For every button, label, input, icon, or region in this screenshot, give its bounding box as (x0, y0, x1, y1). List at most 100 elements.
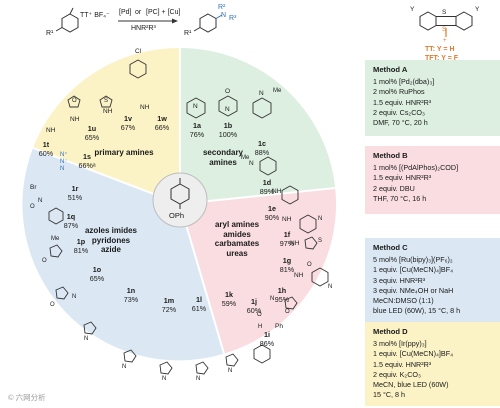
compound-1d-n: N (249, 160, 254, 167)
method-a-line-4: 2 equiv. Cs₂CO₃ (373, 107, 425, 117)
method-a-box: Method A 1 mol% [Pd₂(dba)₃] 2 mol% RuPho… (365, 60, 500, 136)
compound-1r-br: Br (30, 184, 37, 191)
method-d-line-3: 1.5 equiv. HNR²R³ (373, 359, 432, 369)
compound-1e-nh: NH (272, 188, 282, 195)
sector-label-azoles: azoles imides pyridones azide (84, 226, 138, 254)
reactant-label: TT⁺ BF₄⁻ (80, 12, 110, 19)
method-a-title: Method A (373, 65, 408, 74)
method-c-line-1: 5 mol% [Ru(bipy)₃](PF₆)₂ (373, 255, 453, 265)
sector-primary-bg (33, 47, 180, 204)
method-b-line-4: THF, 70 °C, 16 h (373, 193, 427, 203)
method-d-line-1: 3 mol% [Ir(ppy)₃] (373, 339, 427, 349)
compound-1c-n: N (259, 90, 264, 97)
method-c-line-4: 3 equiv. NMe₄OH or NaH (373, 285, 454, 295)
compound-1q-o: O (42, 258, 47, 264)
catalyst-or: or (135, 9, 142, 16)
method-c-box: Method C 5 mol% [Ru(bipy)₃](PF₆)₂ 1 equi… (365, 238, 500, 322)
compound-1n-n: N (122, 364, 127, 370)
tt-y-left: Y (410, 6, 415, 13)
compound-1a-n: N (193, 103, 198, 110)
method-a-line-3: 1.5 equiv. HNR²R³ (373, 97, 432, 107)
compound-1q-me: Me (51, 236, 60, 242)
compound-1w-cl: Cl (135, 48, 142, 55)
sector-label-secondary: secondary amines (202, 148, 244, 167)
compound-1l-n: N (196, 376, 201, 382)
compound-1u-o: O (72, 98, 77, 104)
method-b-box: Method B 1 mol% [(PdAlPhos)₂COD] 1.5 equ… (365, 146, 500, 214)
product-r2: R² (218, 4, 226, 11)
method-d-title: Method D (373, 327, 408, 336)
sector-aryl-bg (180, 188, 337, 354)
compound-1c-me: Me (273, 88, 282, 94)
compound-1t-nh: NH (46, 127, 56, 134)
method-d-box: Method D 3 mol% [Ir(ppy)₃] 1 equiv. [Cu(… (365, 322, 500, 406)
compound-1m-n: N (162, 376, 167, 382)
compound-1p-n: N (72, 294, 77, 300)
reactant-r1: R¹ (46, 30, 54, 37)
tt-y-right: Y (475, 6, 480, 13)
compound-fragments (48, 59, 329, 375)
reagent-label: HNR²R³ (131, 25, 156, 32)
reactant-ring (61, 13, 79, 33)
compound-1s-azide: N⁺ N⁻ N (60, 152, 68, 172)
center-oph: OPh (169, 211, 185, 220)
method-d-line-2: 1 equiv. [Cu(MeCN)₄]BF₄ (373, 349, 454, 359)
method-b-title: Method B (373, 151, 408, 160)
tt-plus: + (443, 38, 447, 44)
compound-1i-ph: Ph (275, 323, 283, 330)
compound-1b-n: N (225, 106, 230, 113)
compound-1p-o: O (50, 302, 55, 308)
product-ring (199, 13, 217, 33)
compound-1g-nh: NH (290, 240, 300, 247)
compound-1o-n: N (84, 336, 89, 342)
product-r3: R³ (229, 15, 237, 22)
method-b-line-3: 2 equiv. DBU (373, 183, 415, 193)
sector-label-aryl: aryl amines amides carbamates ureas (214, 220, 260, 258)
compound-1h-nh: NH (294, 272, 304, 279)
compound-1h-n: N (328, 284, 333, 290)
center-core (152, 172, 208, 228)
method-a-line-1: 1 mol% [Pd₂(dba)₃] (373, 77, 435, 87)
tt-label: TT: Y = H (425, 46, 455, 53)
method-b-line-2: 1.5 equiv. HNR²R³ (373, 173, 432, 183)
method-c-title: Method C (373, 243, 408, 252)
sector-secondary-bg (180, 47, 336, 204)
product-r1: R¹ (184, 30, 192, 37)
compound-1k-n: N (228, 368, 233, 374)
sector-label-primary: primary amines (94, 148, 154, 157)
catalyst-pd: [Pd] (119, 9, 132, 16)
method-d-line-4: 2 equiv. K₂CO₃ (373, 369, 421, 379)
compound-1w-nh: NH (140, 104, 150, 111)
method-d-line-6: 15 °C, 8 h (373, 390, 406, 400)
compound-1i-o: O (257, 312, 262, 318)
compound-1r-o: O (30, 204, 35, 210)
product-n: N (221, 12, 227, 19)
method-c-line-2: 1 equiv. [Cu(MeCN)₄]BF₄ (373, 265, 454, 275)
compound-1j-o: O (285, 309, 290, 315)
method-c-line-5: MeCN:DMSO (1:1) (373, 296, 434, 306)
method-b-line-1: 1 mol% [(PdAlPhos)₂COD] (373, 163, 459, 173)
compound-1f-nh: NH (282, 216, 292, 223)
tft-label: TFT: Y = F (425, 55, 458, 62)
tt-s-bottom: S (442, 26, 447, 33)
compound-1g-s: S (318, 238, 323, 244)
compound-1u-nh: NH (70, 116, 80, 123)
